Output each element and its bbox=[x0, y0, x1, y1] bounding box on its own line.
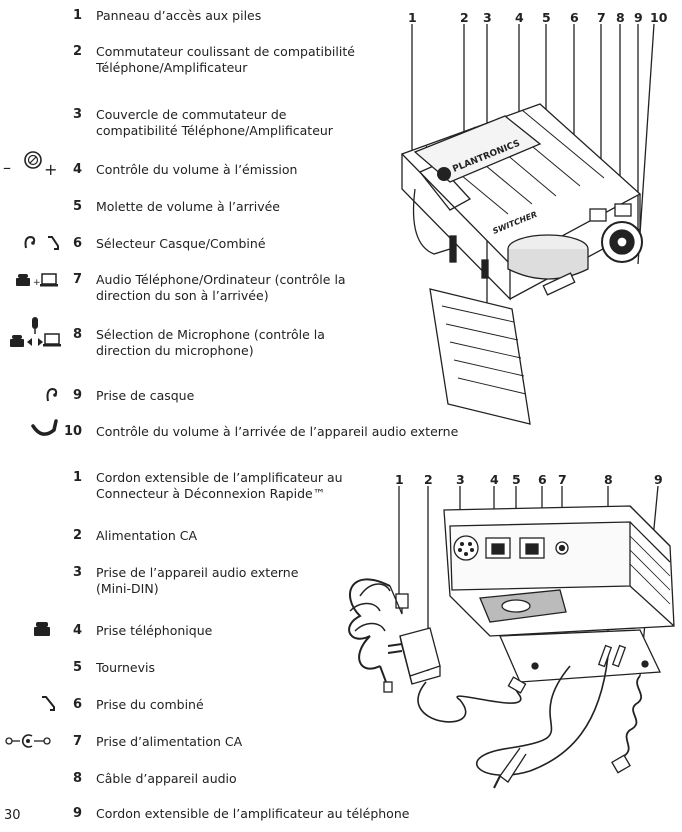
item-text: Sélecteur Casque/Combiné bbox=[96, 236, 266, 251]
callout-number: 3 bbox=[456, 472, 465, 487]
callout-number: 6 bbox=[570, 10, 579, 25]
external-volume-icon bbox=[30, 418, 60, 440]
callout-number: 8 bbox=[616, 10, 625, 25]
item-number: 3 bbox=[72, 565, 82, 580]
item-number: 4 bbox=[72, 623, 82, 638]
item-text: Commutateur coulissant de compatibilité … bbox=[96, 44, 355, 75]
handset-icon bbox=[40, 695, 58, 711]
callout-number: 3 bbox=[483, 10, 492, 25]
callout-number: 1 bbox=[408, 10, 417, 25]
item-text: Prise d’alimentation CA bbox=[96, 734, 243, 749]
item-number: 7 bbox=[72, 272, 82, 287]
item-number: 6 bbox=[72, 236, 82, 251]
item-number: 10 bbox=[64, 424, 83, 439]
microphone-direction-icon bbox=[8, 315, 62, 349]
item-number: 3 bbox=[72, 107, 82, 122]
item-number: 8 bbox=[72, 771, 82, 786]
item-text: Prise téléphonique bbox=[96, 623, 213, 638]
ac-power-icon bbox=[4, 734, 54, 748]
callout-number: 2 bbox=[460, 10, 469, 25]
item-number: 1 bbox=[72, 8, 82, 23]
item-number: 9 bbox=[72, 388, 82, 403]
item-text: Contrôle du volume à l’émission bbox=[96, 162, 298, 177]
callout-number: 6 bbox=[538, 472, 547, 487]
item-text: Prise du combiné bbox=[96, 697, 204, 712]
item-text: Tournevis bbox=[96, 660, 155, 675]
telephone-icon bbox=[32, 621, 54, 637]
callout-number: 4 bbox=[515, 10, 524, 25]
item-text: Couvercle de commutateur de compatibilit… bbox=[96, 107, 333, 138]
item-number: 9 bbox=[72, 806, 82, 821]
callout-number: 2 bbox=[424, 472, 433, 487]
item-number: 6 bbox=[72, 697, 82, 712]
item-number: 2 bbox=[72, 528, 82, 543]
callout-number: 7 bbox=[558, 472, 567, 487]
item-text: Câble d’appareil audio bbox=[96, 771, 237, 786]
item-text: Prise de casque bbox=[96, 388, 195, 403]
headset-handset-icon bbox=[22, 234, 62, 252]
item-text: Audio Téléphone/Ordinateur (contrôle la … bbox=[96, 272, 346, 303]
plus-sign: + bbox=[44, 160, 58, 179]
item-number: 5 bbox=[72, 660, 82, 675]
callout-number: 4 bbox=[490, 472, 499, 487]
item-text: Cordon extensible de l’amplificateur au … bbox=[96, 470, 343, 501]
item-number: 2 bbox=[72, 44, 82, 59]
item-text: Molette de volume à l’arrivée bbox=[96, 199, 280, 214]
item-text: Cordon extensible de l’amplificateur au … bbox=[96, 806, 410, 821]
callout-number: 8 bbox=[604, 472, 613, 487]
phone-computer-icon: + bbox=[14, 272, 64, 288]
page-number: 30 bbox=[4, 808, 21, 823]
amplifier-top-illustration: PLANTRONICS SWITCHER bbox=[400, 24, 655, 425]
minus-sign: – bbox=[3, 158, 11, 177]
item-number: 8 bbox=[72, 327, 82, 342]
callout-number: 9 bbox=[634, 10, 643, 25]
callout-number: 9 bbox=[654, 472, 663, 487]
callout-number: 7 bbox=[597, 10, 606, 25]
item-number: 5 bbox=[72, 199, 82, 214]
callout-number: 10 bbox=[650, 10, 668, 25]
item-number: 4 bbox=[72, 162, 82, 177]
volume-dial-icon bbox=[6, 150, 60, 178]
callout-number: 5 bbox=[542, 10, 551, 25]
svg-text:+: + bbox=[33, 278, 41, 288]
callout-number: 1 bbox=[395, 472, 404, 487]
item-text: Sélection de Microphone (contrôle la dir… bbox=[96, 327, 325, 358]
item-text: Contrôle du volume à l’arrivée de l’appa… bbox=[96, 424, 459, 439]
item-text: Prise de l’appareil audio externe (Mini-… bbox=[96, 565, 299, 596]
item-number: 1 bbox=[72, 470, 82, 485]
amplifier-rear-illustration bbox=[348, 486, 675, 789]
item-text: Alimentation CA bbox=[96, 528, 198, 543]
callout-number: 5 bbox=[512, 472, 521, 487]
item-text: Panneau d’accès aux piles bbox=[96, 8, 262, 23]
item-number: 7 bbox=[72, 734, 82, 749]
headset-icon bbox=[44, 386, 60, 404]
